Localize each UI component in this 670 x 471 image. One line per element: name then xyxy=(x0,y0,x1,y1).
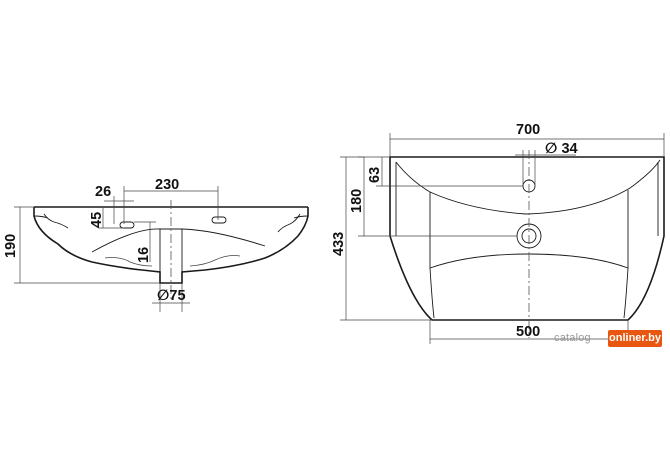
side-view-tap-slot-left xyxy=(119,221,135,229)
dim-180-label: 180 xyxy=(349,189,365,213)
dim-700-label: 700 xyxy=(516,122,540,138)
dim-190-label: 190 xyxy=(3,234,19,258)
side-view-bowl-curve xyxy=(91,228,266,253)
dim-63-label: 63 xyxy=(367,167,383,183)
side-view-rim-right-step xyxy=(293,215,309,219)
dim-34-label: ∅ 34 xyxy=(545,141,578,157)
watermark-badge: onliner.by xyxy=(608,330,662,347)
top-view-front-lip-right xyxy=(623,267,629,319)
side-view-inner-lip-left xyxy=(43,213,69,229)
watermark-left-text: catalog xyxy=(554,332,591,344)
dim-500-label: 500 xyxy=(516,324,540,340)
side-view-tap-slot-right xyxy=(211,216,227,224)
side-view-bowl-wave xyxy=(104,257,153,267)
top-view: 700 ∅ 34 63 180 433 500 xyxy=(331,122,665,344)
top-view-front-lip xyxy=(429,267,435,319)
watermark: catalog onliner.by xyxy=(554,327,664,349)
side-view-outline xyxy=(33,207,309,284)
side-view: 190 26 230 45 16 ∅75 xyxy=(3,177,309,312)
dim-16-label: 16 xyxy=(136,247,152,263)
top-view-basin xyxy=(429,190,629,269)
top-view-outline xyxy=(389,156,665,321)
dim-45-label: 45 xyxy=(89,212,105,228)
top-view-rim-curve xyxy=(395,159,661,215)
side-view-bowl-wave-right xyxy=(189,255,241,267)
dim-26-label: 26 xyxy=(95,184,111,200)
dim-75-label: ∅75 xyxy=(157,288,186,304)
side-view-rim-left-step xyxy=(33,215,49,219)
dim-230-label: 230 xyxy=(155,177,179,193)
side-view-inner-lip-right xyxy=(277,213,301,233)
dim-433-label: 433 xyxy=(331,232,347,256)
